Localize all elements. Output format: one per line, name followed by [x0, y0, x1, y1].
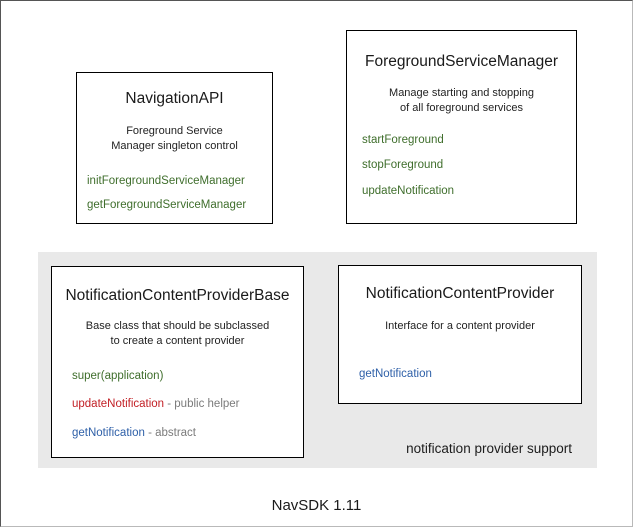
- group-caption: notification provider support: [406, 441, 572, 456]
- class-title-navigation-api: NavigationAPI: [125, 90, 224, 107]
- member-update-notification[interactable]: updateNotification - public helper: [72, 398, 303, 412]
- footer-label: NavSDK 1.11: [271, 497, 362, 514]
- member-get-foreground-service-manager[interactable]: getForegroundServiceManager: [87, 199, 272, 213]
- member-name: getNotification: [359, 367, 432, 380]
- member-list-notification-content-provider-base: super(application) updateNotification - …: [52, 370, 303, 441]
- member-get-notification[interactable]: getNotification: [359, 368, 581, 382]
- class-title-notification-content-provider: NotificationContentProvider: [365, 285, 555, 302]
- class-box-navigation-api[interactable]: NavigationAPI Foreground Service Manager…: [76, 72, 273, 224]
- class-box-foreground-service-manager[interactable]: ForegroundServiceManager Manage starting…: [346, 30, 577, 224]
- member-name: updateNotification: [72, 398, 165, 411]
- member-init-foreground-service-manager[interactable]: initForegroundServiceManager: [87, 175, 272, 189]
- member-stop-foreground[interactable]: stopForeground: [362, 159, 576, 173]
- member-note: - public helper: [164, 398, 240, 411]
- class-description-navigation-api: Foreground Service Manager singleton con…: [77, 124, 272, 154]
- member-name: getForegroundServiceManager: [87, 199, 247, 212]
- member-list-foreground-service-manager: startForeground stopForeground updateNot…: [347, 134, 576, 199]
- class-description-line-2: Manager singleton control: [111, 139, 238, 152]
- class-description-line-2: of all foreground services: [400, 101, 523, 114]
- class-title-foreground-service-manager: ForegroundServiceManager: [365, 53, 558, 70]
- member-name: super(application): [72, 369, 164, 382]
- member-update-notification[interactable]: updateNotification: [362, 185, 576, 199]
- member-name: updateNotification: [362, 185, 455, 198]
- member-name: initForegroundServiceManager: [87, 174, 245, 187]
- class-description-line-1: Manage starting and stopping: [389, 87, 534, 99]
- class-description-notification-content-provider: Interface for a content provider: [339, 319, 581, 334]
- class-description-line-1: Interface for a content provider: [385, 320, 535, 332]
- member-start-foreground[interactable]: startForeground: [362, 134, 576, 148]
- class-box-notification-content-provider-base[interactable]: NotificationContentProviderBase Base cla…: [51, 266, 304, 458]
- class-box-notification-content-provider[interactable]: NotificationContentProvider Interface fo…: [338, 265, 582, 404]
- class-description-line-2: to create a content provider: [110, 334, 245, 347]
- class-description-line-1: Foreground Service: [126, 125, 223, 137]
- member-name: startForeground: [362, 133, 444, 146]
- member-note: - abstract: [144, 427, 197, 440]
- member-name: getNotification: [72, 427, 145, 440]
- member-list-navigation-api: initForegroundServiceManager getForegrou…: [77, 175, 272, 214]
- class-title-notification-content-provider-base: NotificationContentProviderBase: [65, 287, 290, 304]
- member-get-notification[interactable]: getNotification - abstract: [72, 427, 303, 441]
- class-description-foreground-service-manager: Manage starting and stopping of all fore…: [347, 86, 576, 116]
- member-super-application[interactable]: super(application): [72, 370, 303, 384]
- member-name: stopForeground: [362, 159, 444, 172]
- class-description-notification-content-provider-base: Base class that should be subclassed to …: [52, 319, 303, 349]
- class-description-line-1: Base class that should be subclassed: [85, 320, 270, 332]
- member-list-notification-content-provider: getNotification: [339, 368, 581, 382]
